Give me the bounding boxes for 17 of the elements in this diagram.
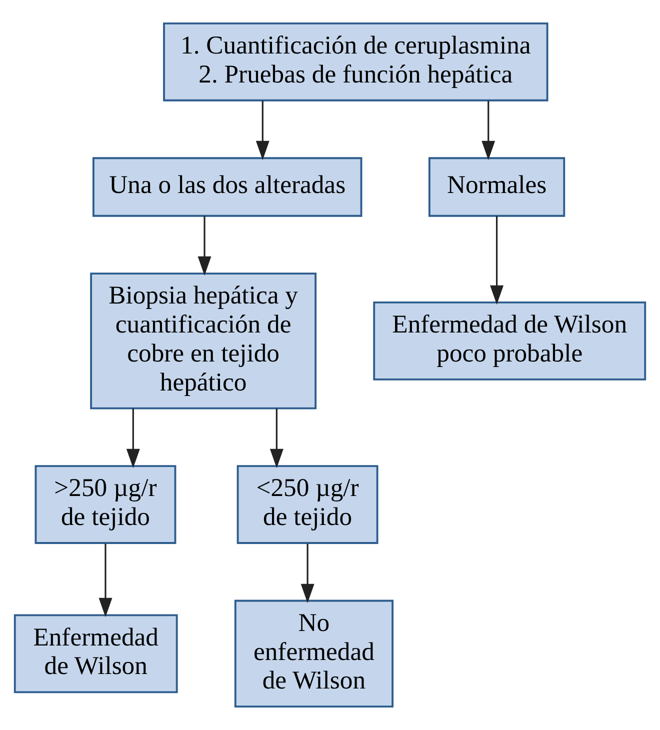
arrow: [482, 100, 496, 160]
arrow: [98, 544, 112, 618]
node-box: Biopsia hepática y cuantificación de cobre en tejido hepático: [90, 272, 317, 410]
arrow: [490, 216, 504, 305]
arrow: [198, 216, 212, 276]
arrow: [126, 408, 140, 468]
node-box: Enfermedad de Wilson: [14, 614, 178, 694]
node-box: >250 µg/r de tejido: [34, 465, 176, 544]
arrow: [270, 408, 284, 468]
arrow: [256, 100, 270, 160]
node-box: 1. Cuantificación de ceruplasmina 2. Pruebas de función hepática: [163, 22, 548, 102]
arrow: [300, 544, 314, 604]
node-box: Normales: [428, 157, 566, 217]
node-box: No enfermedad de Wilson: [234, 600, 394, 708]
node-box: <250 µg/r de tejido: [236, 465, 378, 544]
node-box: Una o las dos alteradas: [92, 157, 362, 217]
node-box: Enfermedad de Wilson poco probable: [373, 302, 646, 380]
